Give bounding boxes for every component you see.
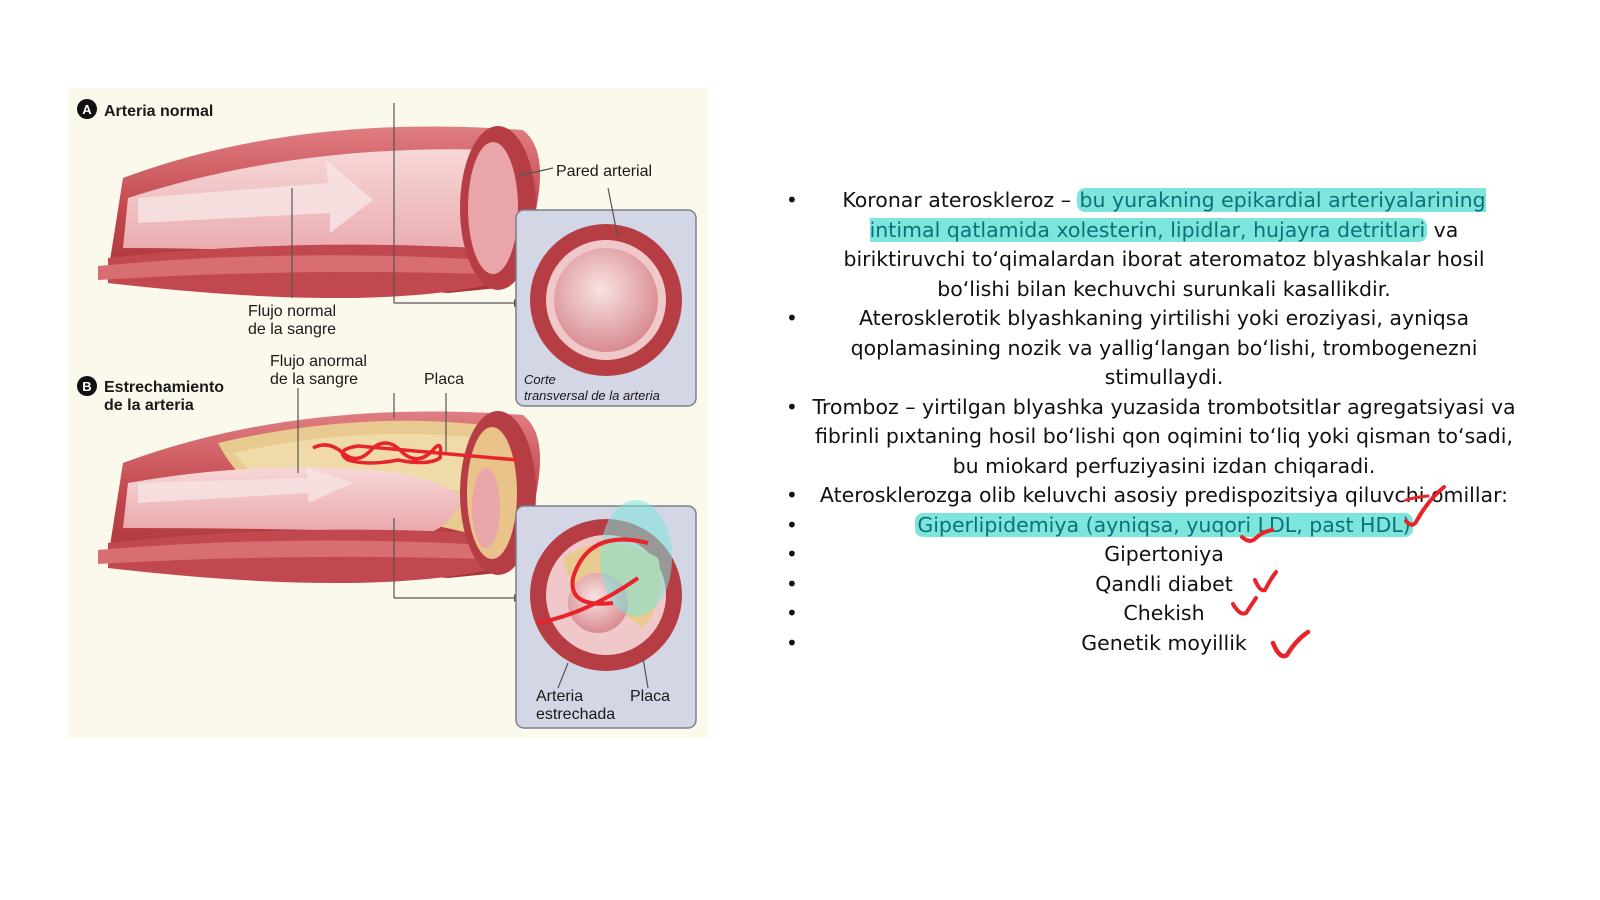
badge-a-letter: A bbox=[82, 102, 92, 117]
label-flujo-normal-2: de la sangre bbox=[248, 321, 336, 338]
artery-normal-drawing bbox=[98, 103, 554, 307]
label-pared-arterial: Pared arterial bbox=[556, 163, 652, 180]
label-flujo-normal-1: Flujo normal bbox=[248, 303, 336, 320]
label-arteria-normal: Arteria normal bbox=[104, 103, 213, 120]
cross-section-normal bbox=[515, 187, 697, 407]
bullet-item-7: Qandli diabet bbox=[780, 570, 1520, 600]
bullet-item-3: Tromboz – yirtilgan blyashka yuzasida tr… bbox=[780, 393, 1520, 482]
bullet-item-4: Aterosklerozga olib keluvchi asosiy pred… bbox=[780, 481, 1520, 511]
highlight-hyperlipidemia: Giperlipidemiya (ayniqsa, yuqori LDL, pa… bbox=[915, 512, 1413, 537]
bullet-item-2: Aterosklerotik blyashkaning yirtilishi y… bbox=[780, 304, 1520, 393]
label-placa-top: Placa bbox=[424, 371, 464, 388]
label-estrechamiento-1: Estrechamiento bbox=[104, 379, 224, 396]
label-flujo-anormal-2: de la sangre bbox=[270, 371, 358, 388]
label-placa-bottom: Placa bbox=[630, 688, 670, 705]
cross-section-narrowed bbox=[515, 500, 697, 729]
bullet-item-8: Chekish bbox=[780, 599, 1520, 629]
label-corte-2: transversal de la arteria bbox=[524, 388, 660, 403]
label-corte-1: Corte bbox=[524, 372, 556, 387]
badge-b bbox=[77, 376, 97, 396]
badge-b-letter: B bbox=[82, 379, 91, 394]
artery-narrowed-drawing bbox=[98, 388, 541, 602]
label-estrechamiento-2: de la arteria bbox=[104, 397, 194, 414]
label-arteria-estrechada-1: Arteria bbox=[536, 688, 583, 705]
bullet-list: Koronar ateroskleroz – bu yurakning epik… bbox=[780, 186, 1520, 658]
artery-illustration: A Arteria normal Pared arterial Flujo no… bbox=[68, 88, 728, 760]
bullet-item-6: Gipertoniya bbox=[780, 540, 1520, 570]
label-flujo-anormal-1: Flujo anormal bbox=[270, 353, 367, 370]
badge-a bbox=[77, 99, 97, 119]
label-arteria-estrechada-2: estrechada bbox=[536, 706, 615, 723]
bullet-item-9: Genetik moyillik bbox=[780, 629, 1520, 659]
bullet-item-5: Giperlipidemiya (ayniqsa, yuqori LDL, pa… bbox=[780, 511, 1520, 541]
text-panel: Koronar ateroskleroz – bu yurakning epik… bbox=[780, 186, 1520, 658]
bullet-item-1: Koronar ateroskleroz – bu yurakning epik… bbox=[780, 186, 1520, 304]
